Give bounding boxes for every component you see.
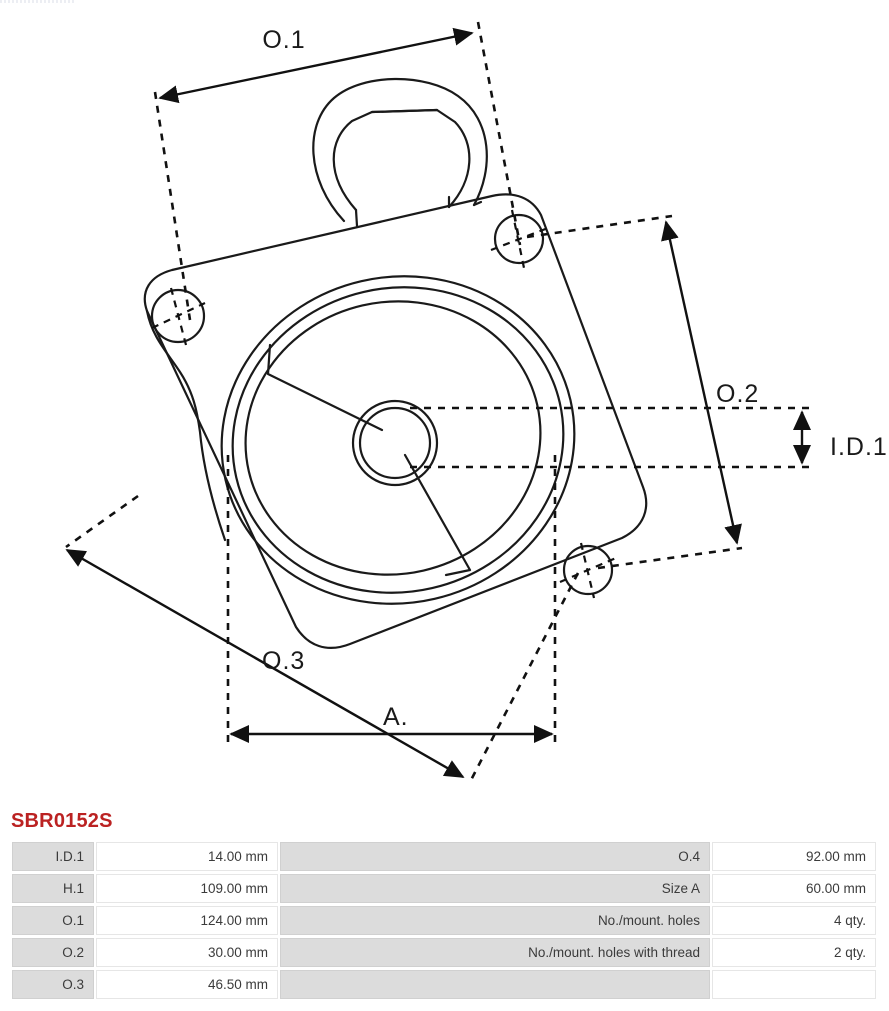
- spec-table: I.D.1 14.00 mm O.4 92.00 mm H.1 109.00 m…: [10, 839, 878, 1002]
- spec-key: H.1: [12, 874, 94, 903]
- spec-table-body: I.D.1 14.00 mm O.4 92.00 mm H.1 109.00 m…: [12, 842, 876, 999]
- table-row: O.3 46.50 mm: [12, 970, 876, 999]
- centerline-hole-br-h: [559, 556, 617, 584]
- lifting-eye-aperture: [332, 108, 471, 212]
- page-title: SBR0152S: [11, 810, 113, 832]
- mount-hole-top-left: [150, 288, 206, 344]
- spec-value: [712, 970, 876, 999]
- spec-key: O.2: [12, 938, 94, 967]
- hole-centerline-group: [151, 209, 617, 599]
- dim-arrow-o2: [661, 220, 742, 545]
- spec-key: [280, 970, 710, 999]
- ext-line-o2-bottom: [597, 546, 743, 570]
- spec-key: O.1: [12, 906, 94, 935]
- technical-drawing: O.1 O.2 I.D.1 O.3 A.: [65, 21, 888, 783]
- spec-value: 4 qty.: [712, 906, 876, 935]
- spec-value: 14.00 mm: [96, 842, 278, 871]
- lifting-eye-outer: [312, 77, 488, 223]
- ext-line-o2-top: [526, 214, 673, 239]
- ext-line-o3-start: [65, 494, 139, 549]
- centerline-hole-tr-h: [490, 226, 549, 252]
- boss-face-circle: [244, 300, 542, 576]
- dimension-arrows-group: [65, 27, 811, 779]
- extension-lines-group: [65, 21, 812, 783]
- center-bore-inner: [358, 406, 432, 480]
- top-edge-artifact: [0, 0, 76, 3]
- spec-key: O.4: [280, 842, 710, 871]
- part-outline-group: [143, 77, 648, 649]
- lifting-eye-aperture-top: [370, 108, 439, 114]
- cutaway-wedge-upper: [266, 343, 384, 432]
- boss-inner-circle: [231, 286, 565, 594]
- spec-value: 46.50 mm: [96, 970, 278, 999]
- mount-hole-bottom-right: [562, 544, 614, 596]
- ext-line-o1-left: [153, 91, 192, 321]
- table-row: H.1 109.00 mm Size A 60.00 mm: [12, 874, 876, 903]
- dim-label-o3: O.3: [262, 647, 305, 675]
- housing-body-outline: [143, 193, 648, 649]
- mount-hole-top-right: [493, 213, 545, 265]
- ext-line-o1-right: [476, 21, 522, 246]
- housing-left-lobe: [145, 309, 227, 542]
- table-row: I.D.1 14.00 mm O.4 92.00 mm: [12, 842, 876, 871]
- spec-value: 60.00 mm: [712, 874, 876, 903]
- spec-value: 92.00 mm: [712, 842, 876, 871]
- lifting-eye-outer-right: [472, 200, 483, 207]
- dim-arrow-o1: [158, 27, 474, 104]
- table-row: O.2 30.00 mm No./mount. holes with threa…: [12, 938, 876, 967]
- spec-value: 109.00 mm: [96, 874, 278, 903]
- drawing-canvas: O.1 O.2 I.D.1 O.3 A.: [65, 21, 888, 783]
- spec-value: 30.00 mm: [96, 938, 278, 967]
- specification-block: SBR0152S I.D.1 14.00 mm O.4 92.00 mm H.1…: [0, 805, 889, 1002]
- spec-value: 124.00 mm: [96, 906, 278, 935]
- dim-label-id1: I.D.1: [830, 433, 888, 461]
- spec-key: I.D.1: [12, 842, 94, 871]
- spec-key: Size A: [280, 874, 710, 903]
- table-row: O.1 124.00 mm No./mount. holes 4 qty.: [12, 906, 876, 935]
- spec-key: No./mount. holes with thread: [280, 938, 710, 967]
- spec-key: O.3: [12, 970, 94, 999]
- dim-label-o1: O.1: [262, 26, 305, 54]
- dim-label-a: A.: [383, 703, 409, 731]
- centerline-hole-tl-h: [151, 302, 206, 329]
- dim-label-o2: O.2: [716, 380, 759, 408]
- ext-line-o3-end: [468, 572, 580, 783]
- lifting-eye-leg-left: [354, 208, 359, 228]
- spec-key: No./mount. holes: [280, 906, 710, 935]
- spec-value: 2 qty.: [712, 938, 876, 967]
- center-bore-outer: [351, 399, 439, 487]
